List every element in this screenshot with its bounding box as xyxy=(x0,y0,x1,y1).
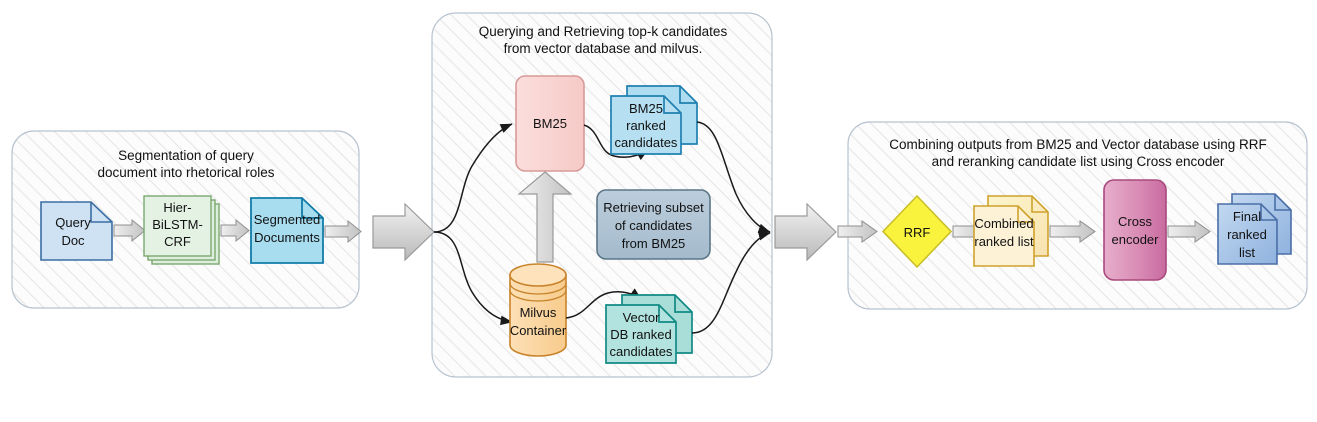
bm25-ranked-candidates-label-line3: candidates xyxy=(615,135,678,150)
retrieving-subset-label-line3: from BM25 xyxy=(622,236,686,251)
final-ranked-list-label-line2: ranked xyxy=(1227,227,1267,242)
arrow-hier-to-segmented xyxy=(220,218,250,243)
arrow-querydoc-to-hier xyxy=(113,218,146,243)
arrow-combined-to-cross xyxy=(1049,220,1096,243)
merge-connector-right xyxy=(691,121,771,334)
hier-bilstm-crf-label-line2: BiLSTM- xyxy=(152,217,203,232)
retrieval-group-title-line1: Querying and Retrieving top-k candidates xyxy=(479,24,728,39)
milvus-container-label-line2: Container xyxy=(510,323,567,338)
vector-db-ranked-candidates-label-line2: DB ranked xyxy=(610,327,671,342)
arrow-stage2-to-rrf xyxy=(837,220,878,243)
fusion-group-title-line2: and reranking candidate list using Cross… xyxy=(932,154,1225,169)
milvus-container-node[interactable]: Milvus Container xyxy=(509,263,567,357)
cross-encoder-label-line2: encoder xyxy=(1112,232,1160,247)
milvus-to-bm25-arrow xyxy=(517,171,573,263)
hier-bilstm-crf-node[interactable]: Hier- BiLSTM- CRF xyxy=(143,195,220,265)
vector-db-ranked-candidates-label-line3: candidates xyxy=(610,344,673,359)
arrow-cross-to-final xyxy=(1167,220,1211,243)
bm25-ranked-candidates-node[interactable]: BM25 ranked candidates xyxy=(610,85,698,155)
final-ranked-list-node[interactable]: Final ranked list xyxy=(1217,193,1292,265)
retrieval-group-title-line2: from vector database and milvus. xyxy=(504,41,703,56)
segmented-documents-label-line1: Segmented xyxy=(254,212,321,227)
cross-encoder-label-line1: Cross xyxy=(1118,214,1152,229)
final-ranked-list-label-line1: Final xyxy=(1233,209,1261,224)
bm25-ranked-candidates-label-line1: BM25 xyxy=(629,101,663,116)
segmented-documents-node[interactable]: Segmented Documents xyxy=(250,197,324,264)
final-ranked-list-label-line3: list xyxy=(1239,245,1255,260)
retrieving-subset-label-line2: of candidates xyxy=(615,218,693,233)
combined-ranked-list-node[interactable]: Combined ranked list xyxy=(973,195,1049,267)
bm25-node[interactable]: BM25 xyxy=(515,75,585,172)
fusion-group-title-line1: Combining outputs from BM25 and Vector d… xyxy=(889,137,1266,152)
rrf-label: RRF xyxy=(904,225,931,240)
combined-ranked-list-label-line1: Combined xyxy=(974,216,1033,231)
query-doc-node[interactable]: Query Doc xyxy=(40,201,113,261)
arrow-segmented-to-stage2 xyxy=(324,219,362,244)
stage-arrow-1 xyxy=(372,202,435,262)
vector-db-ranked-candidates-node[interactable]: Vector DB ranked candidates xyxy=(605,294,693,364)
query-doc-label-line2: Doc xyxy=(61,233,85,248)
segmented-documents-label-line2: Documents xyxy=(254,230,320,245)
split-connector-left xyxy=(433,123,513,326)
vector-db-ranked-candidates-label-line1: Vector xyxy=(623,310,661,325)
cross-encoder-node[interactable]: Cross encoder xyxy=(1103,179,1167,281)
rrf-node[interactable]: RRF xyxy=(881,194,953,269)
stage-arrow-2 xyxy=(774,202,837,262)
retrieving-subset-node[interactable]: Retrieving subset of candidates from BM2… xyxy=(596,189,711,260)
combined-ranked-list-label-line2: ranked list xyxy=(974,234,1034,249)
bm25-ranked-candidates-label-line2: ranked xyxy=(626,118,666,133)
segmentation-group-title-line2: document into rhetorical roles xyxy=(97,165,274,180)
fusion-group: Combining outputs from BM25 and Vector d… xyxy=(847,121,1308,310)
hier-bilstm-crf-label-line3: CRF xyxy=(164,234,191,249)
segmentation-group-title-line1: Segmentation of query xyxy=(118,148,254,163)
query-doc-label-line1: Query xyxy=(55,215,91,230)
hier-bilstm-crf-label-line1: Hier- xyxy=(163,200,191,215)
retrieving-subset-label-line1: Retrieving subset xyxy=(603,200,704,215)
bm25-label: BM25 xyxy=(533,116,567,131)
milvus-container-label-line1: Milvus xyxy=(520,305,557,320)
